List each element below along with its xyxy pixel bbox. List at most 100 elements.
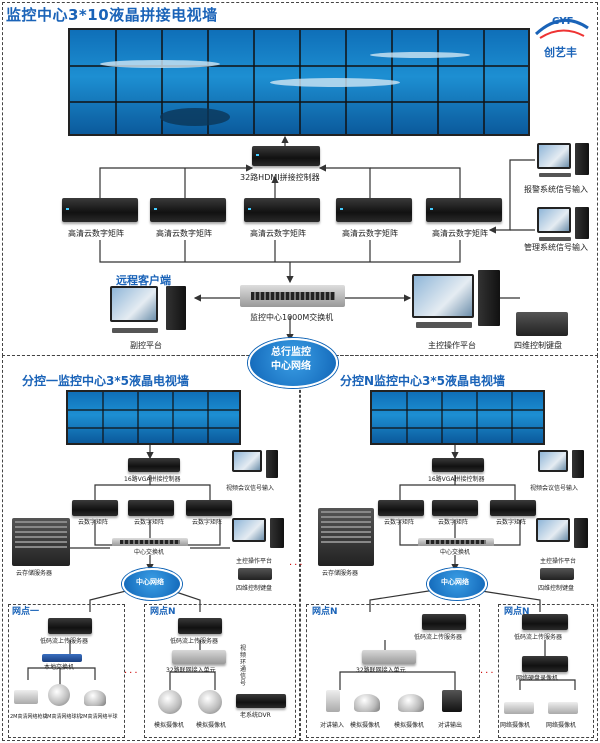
sub-platform-label: 副控平台	[130, 341, 162, 350]
branch1-title: 分控一监控中心3*5液晶电视墙	[22, 374, 189, 388]
site1-upload-server	[48, 618, 92, 634]
branch1-matrix-2-label: 云数字矩阵	[134, 519, 165, 526]
siteN-c-camera-2	[548, 702, 578, 714]
branch1-network-cloud	[122, 568, 182, 600]
siteN-b-cam3-label: 模拟摄像机	[394, 722, 425, 729]
fish-decoration	[100, 60, 220, 68]
main-platform-pc	[412, 270, 502, 334]
matrix-3-label: 高清云数字矩阵	[250, 229, 306, 238]
page-title: 监控中心3*10液晶拼接电视墙	[6, 6, 218, 24]
siteN-c-title: 网点N	[504, 607, 530, 617]
branchN-network-label: 中心网络	[441, 578, 469, 586]
branch1-video-wall	[66, 390, 241, 445]
control-keyboard	[516, 312, 568, 336]
hdmi-controller-label: 32路HDMI拼接控制器	[240, 173, 320, 182]
main-switch	[240, 285, 345, 307]
siteN-b-cam1-label: 对讲输入	[320, 722, 345, 729]
site1-local-switch	[42, 654, 82, 662]
siteN-a-camera-1	[158, 690, 182, 714]
logo-mark-icon	[534, 18, 589, 39]
siteN-a-title: 网点N	[150, 607, 176, 617]
branch1-video-input-label: 视频会议信号输入	[226, 485, 275, 492]
branchN-video-input-label: 视频会议信号输入	[530, 485, 579, 492]
main-network-cloud	[248, 338, 338, 388]
main-platform-label: 主控操作平台	[428, 341, 476, 350]
siteN-a-dvr	[236, 694, 286, 708]
siteN-b-camera-1	[354, 694, 380, 712]
logo-text: CYF	[552, 16, 574, 27]
siteN-a-access-unit	[172, 650, 226, 664]
siteN-b-upload-server	[422, 614, 466, 630]
site1-bullet-camera	[14, 690, 38, 704]
fish-decoration	[370, 52, 470, 58]
siteN-c-cam2-label: 网络摄像机	[546, 722, 577, 729]
branchN-title: 分控N监控中心3*5液晶电视墙	[340, 374, 506, 388]
branch1-frame	[2, 355, 300, 741]
branch1-matrix-3-label: 云数字矩阵	[192, 519, 223, 526]
branch1-network-label: 中心网络	[136, 578, 164, 586]
branch1-matrix-1-label: 云数字矩阵	[78, 519, 109, 526]
siteN-a-camera-2	[198, 690, 222, 714]
site1-cam1-label: 2M高清网络枪机	[10, 714, 48, 720]
siteN-b-intercom-in	[326, 690, 340, 712]
site1-cam3-label: 2M高清网络半球	[80, 714, 118, 720]
branch1-storage	[12, 518, 70, 566]
branch1-matrix-1	[72, 500, 118, 516]
branch1-matrix-2	[128, 500, 174, 516]
matrix-1-label: 高清云数字矩阵	[68, 229, 124, 238]
wall-grid	[68, 392, 239, 443]
alarm-input-label: 报警系统信号输入	[524, 185, 588, 194]
siteN-b-cam2-label: 模拟摄像机	[350, 722, 381, 729]
site-ellipsis: ···	[124, 668, 140, 679]
siteN-b-access-unit	[362, 650, 416, 664]
siteN-c-cam1-label: 网络摄像机	[500, 722, 531, 729]
branch1-platform-pc	[232, 518, 288, 554]
remote-client-title: 远程客户端	[116, 274, 171, 287]
siteN-b-frame	[306, 604, 480, 738]
branchN-matrix-3	[490, 500, 536, 516]
siteN-a-cam1-label: 模拟摄像机	[154, 722, 185, 729]
matrix-2	[150, 198, 226, 222]
mgmt-input-label: 管理系统信号输入	[524, 243, 588, 252]
siteN-b-camera-2	[398, 694, 424, 712]
siteN-b-cam4-label: 对讲输出	[438, 722, 463, 729]
main-network-label: 总行监控 中心网络	[271, 347, 311, 372]
branchN-switch-label: 中心交换机	[440, 549, 471, 556]
siteN-a-dvr-label: 老系统DVR	[240, 712, 271, 719]
branchN-keyboard	[540, 568, 574, 580]
logo: CYF 创艺丰	[532, 8, 592, 64]
control-keyboard-label: 四维控制键盘	[514, 341, 562, 350]
branch1-switch	[112, 538, 188, 546]
siteN-a-dvr-link-label: 视频环通信号	[240, 645, 247, 687]
siteN-c-nvr	[522, 656, 568, 672]
branchN-platform-pc	[536, 518, 592, 554]
site1-dome-camera	[48, 684, 70, 706]
siteN-c-frame	[498, 604, 594, 738]
branchN-storage	[318, 508, 374, 566]
branchN-video-pc	[538, 450, 588, 482]
siteN-c-upload-label: 低码流上传服务器	[514, 634, 563, 641]
branch1-controller	[128, 458, 180, 472]
site1-switch-label: 本地交换机	[44, 664, 75, 671]
main-switch-label: 监控中心1000M交换机	[250, 313, 334, 322]
siteN-b-title: 网点N	[312, 607, 338, 617]
alarm-pc	[537, 143, 593, 181]
matrix-5	[426, 198, 502, 222]
fish-decoration	[270, 78, 400, 87]
siteN-c-nvr-label: 网络硬盘录像机	[516, 675, 559, 682]
sub-platform-pc	[110, 286, 190, 338]
branchN-matrix-1-label: 云数字矩阵	[384, 519, 415, 526]
branchN-switch	[418, 538, 494, 546]
siteN-a-upload-server	[178, 618, 222, 634]
branchN-network-cloud	[427, 568, 487, 600]
matrix-3	[244, 198, 320, 222]
branch1-keyboard-label: 四维控制键盘	[236, 585, 273, 592]
branch1-video-pc	[232, 450, 282, 482]
branch1-matrix-3	[186, 500, 232, 516]
branchN-video-wall	[370, 390, 545, 445]
siteN-c-upload-server	[522, 614, 568, 630]
wall-grid	[372, 392, 543, 443]
matrix-5-label: 高清云数字矩阵	[432, 229, 488, 238]
mgmt-pc	[537, 207, 593, 245]
site-ellipsis-2: ···	[480, 668, 496, 679]
